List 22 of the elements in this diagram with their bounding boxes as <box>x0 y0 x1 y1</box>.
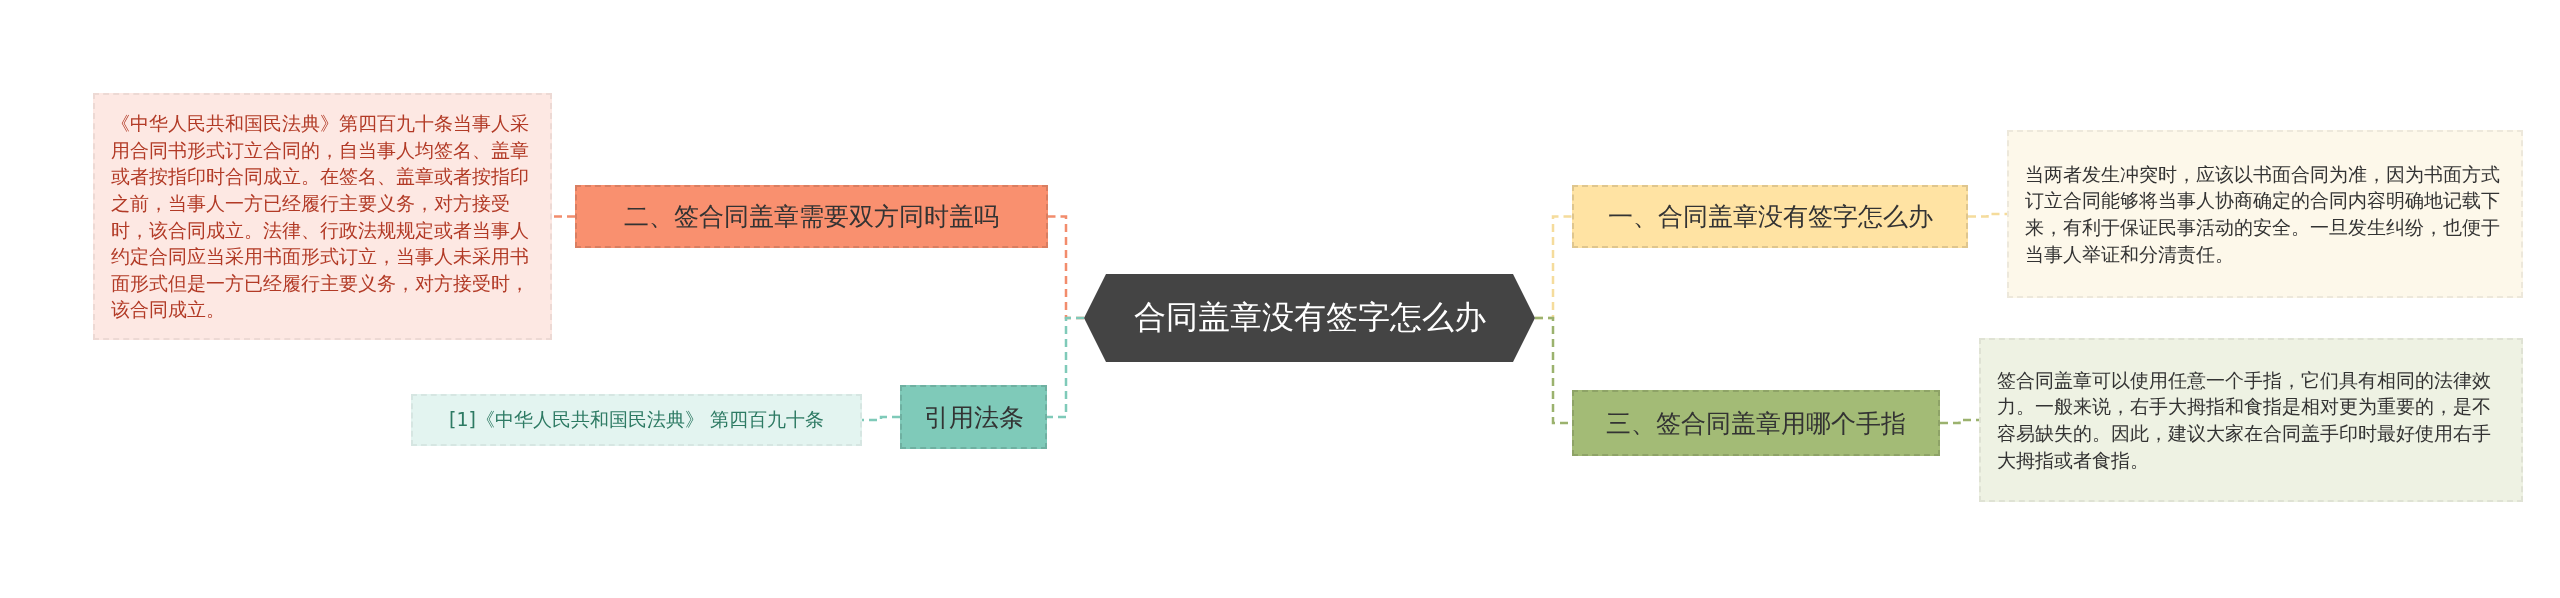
topic-box <box>575 185 1048 248</box>
topic-text: 一、合同盖章没有签字怎么办 <box>1607 201 1933 233</box>
connector-line <box>1940 418 1979 425</box>
citation-text: [1]《中华人民共和国民法典》 第四百九十条 <box>449 407 824 432</box>
topic-text: 三、签合同盖章用哪个手指 <box>1606 407 1906 440</box>
note-text: 签合同盖章可以使用任意一个手指，它们具有相同的法律效力。一般来说，右手大拇指和食指是相对更为重要的，是不容易缺失的。因此，建议大家在合同盖手印时最好使用右手大拇指或者食指。 <box>1997 367 2492 473</box>
note-box <box>93 93 552 340</box>
connector-line <box>552 215 575 218</box>
topic-box <box>1572 390 1940 456</box>
citation-box <box>411 394 862 446</box>
topic-box <box>1572 185 1968 248</box>
topic-box <box>900 385 1047 449</box>
topic-text: 二、签合同盖章需要双方同时盖吗 <box>624 201 999 233</box>
connector-line <box>862 415 900 422</box>
note-text: 《中华人民共和国民法典》第四百九十条当事人采用合同书形式订立合同的，自当事人均签名、盖章或者按指印时合同成立。在签名、盖章或者按指印之前，当事人一方已经履行主要义务，对方接受时，该合同成立。法律、行政法规规定或者当事人约定合同应当采用书面形式订立，当事人未采用书面形式但是一方已经履行主要义务，对方接受时，该合同成立。 <box>111 111 530 323</box>
note-box <box>1979 338 2523 502</box>
topic-text: 引用法条 <box>923 401 1024 434</box>
connector-line <box>1968 212 2007 218</box>
note-text: 当两者发生冲突时，应该以书面合同为准，因为书面方式订立合同能够将当事人协商确定的合同内容明确地记载下来，有利于保证民事活动的安全。一旦发生纠纷，也便于当事人举证和分清责任。 <box>2025 161 2501 267</box>
note-box <box>2007 130 2523 298</box>
central-topic-text: 合同盖章没有签字怎么办 <box>1132 297 1487 338</box>
connector-line <box>1047 316 1084 419</box>
